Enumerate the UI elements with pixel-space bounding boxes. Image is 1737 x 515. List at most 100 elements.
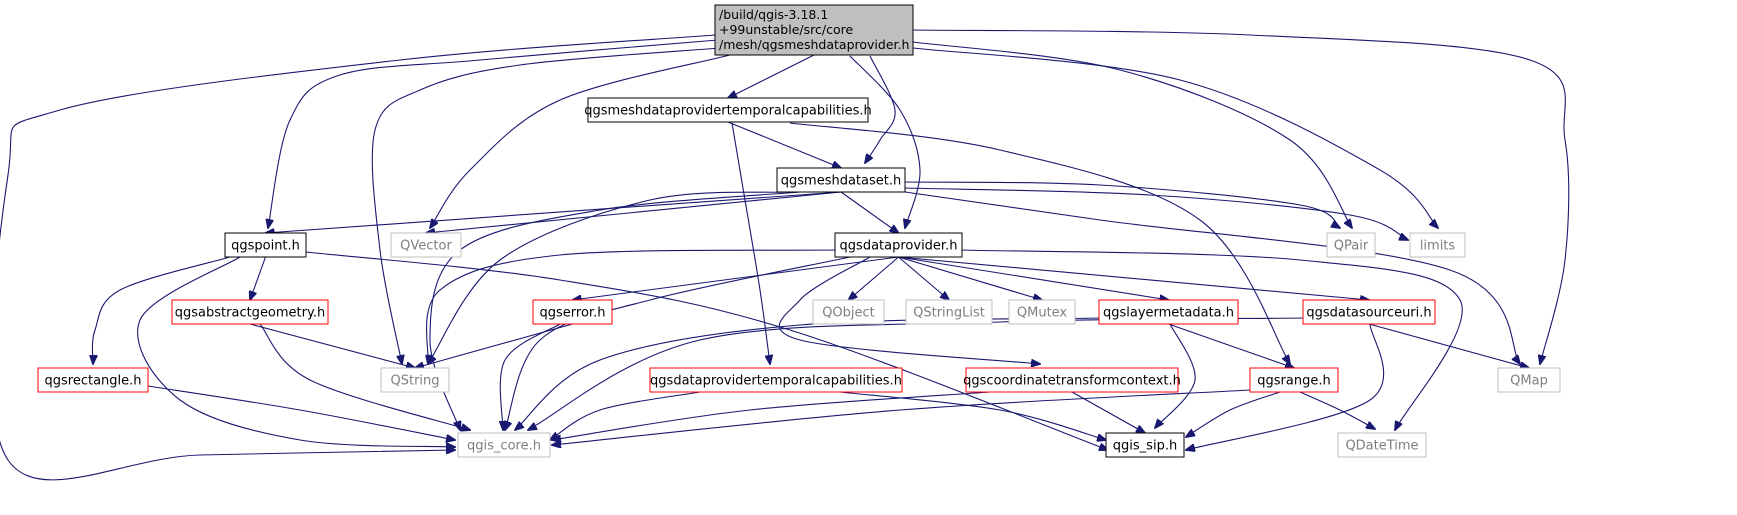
- edge-meshdataset-to-qvector: [426, 191, 842, 233]
- node-qgsrange[interactable]: qgsrange.h: [1249, 367, 1339, 393]
- node-label: qgscoordinatetransformcontext.h: [963, 374, 1181, 389]
- edge-meshdataset-to-limits: [904, 187, 1408, 240]
- node-meshdataset[interactable]: qgsmeshdataset.h: [776, 167, 906, 193]
- edge-root-to-qgspoint: [268, 39, 719, 228]
- node-box: [390, 232, 462, 258]
- node-qpair: QPair: [1326, 232, 1376, 258]
- node-label: qgsrange.h: [1257, 374, 1330, 389]
- edge-datasourceuri-to-qmap: [1368, 323, 1529, 368]
- edge-datasourceuri-to-qgis_sip: [1186, 323, 1385, 450]
- node-label: qgsmeshdataprovidertemporalcapabilities.…: [584, 104, 872, 119]
- edge-dp_temporalcaps-to-qgis_core: [550, 391, 701, 440]
- node-box: [649, 367, 903, 393]
- edge-root-to-qgis_core: [0, 34, 716, 481]
- node-box: [171, 299, 329, 325]
- edge-qgsdataprovider-to-datasourceuri: [898, 256, 1370, 300]
- node-layermetadata[interactable]: qgslayermetadata.h: [1098, 299, 1239, 325]
- node-qgis_core: qgis_core.h: [457, 432, 551, 458]
- node-dp_temporalcaps[interactable]: qgsdataprovidertemporalcapabilities.h: [649, 367, 903, 393]
- node-datasourceuri[interactable]: qgsdatasourceuri.h: [1302, 299, 1436, 325]
- node-label: QMap: [1510, 374, 1548, 389]
- edge-abstractgeometry-to-qstring: [249, 323, 415, 368]
- node-box: [1008, 299, 1076, 325]
- edge-dp_temporalcaps-to-qgis_sip: [839, 391, 1106, 440]
- node-label: QStringList: [913, 306, 985, 321]
- edge-temporalcaps_mesh-to-qgsrange: [789, 122, 1290, 364]
- node-box: [1326, 232, 1376, 258]
- node-box: [905, 299, 993, 325]
- node-label: qgsabstractgeometry.h: [175, 306, 325, 321]
- node-box: [1105, 432, 1185, 458]
- node-qgspoint[interactable]: qgspoint.h: [224, 232, 307, 258]
- edge-qgsdataprovider-to-qgserror: [573, 256, 899, 300]
- node-label: qgsdataprovider.h: [840, 239, 958, 254]
- node-label: QPair: [1334, 239, 1369, 254]
- node-label-line: /build/qgis-3.18.1: [719, 7, 828, 22]
- edge-abstractgeometry-to-qgis_core: [259, 323, 470, 430]
- edge-qgspoint-to-abstractgeometry: [250, 256, 267, 300]
- node-qdatetime: QDateTime: [1337, 432, 1427, 458]
- node-label: qgsdataprovidertemporalcapabilities.h: [650, 374, 902, 389]
- node-qgsrectangle[interactable]: qgsrectangle.h: [37, 367, 149, 393]
- node-coordtransform[interactable]: qgscoordinatetransformcontext.h: [963, 367, 1181, 393]
- edge-layermetadata-to-qgsrange: [1168, 323, 1295, 368]
- node-box: [1497, 367, 1561, 393]
- edge-root-to-meshdataset: [865, 55, 896, 163]
- edge-meshdataset-to-qgsdataprovider: [840, 191, 899, 233]
- edge-meshdataset-to-qmap: [904, 191, 1520, 364]
- node-qmutex: QMutex: [1008, 299, 1076, 325]
- node-label: limits: [1420, 239, 1456, 254]
- node-label: QMutex: [1017, 306, 1068, 321]
- edge-qgsdataprovider-to-qgis_core: [505, 256, 851, 430]
- edge-qgsdataprovider-to-layermetadata: [898, 256, 1169, 300]
- node-label: QString: [390, 374, 439, 389]
- node-qstring: QString: [380, 367, 450, 393]
- node-box: [1409, 232, 1466, 258]
- node-qgserror[interactable]: qgserror.h: [532, 299, 613, 325]
- edge-root-to-qgsdataprovider: [849, 55, 921, 228]
- edge-temporalcaps_mesh-to-dp_temporalcaps: [731, 122, 770, 364]
- edge-root-to-qmap: [912, 29, 1570, 364]
- node-temporalcaps_mesh[interactable]: qgsmeshdataprovidertemporalcapabilities.…: [584, 97, 872, 123]
- node-label: qgsmeshdataset.h: [781, 174, 901, 189]
- edge-root-to-qpair: [912, 41, 1352, 228]
- node-label: qgslayermetadata.h: [1103, 306, 1234, 321]
- edge-qgsdataprovider-to-qstringlist: [898, 256, 950, 300]
- node-root: /build/qgis-3.18.1+99unstable/src/core/m…: [714, 4, 914, 56]
- node-box: [812, 299, 885, 325]
- edge-root-to-qstring: [371, 47, 721, 364]
- node-label: QObject: [822, 306, 875, 321]
- edge-qgspoint-to-qgsrectangle: [92, 256, 231, 364]
- node-box: [834, 232, 963, 258]
- edge-meshdataset-to-qstring: [428, 191, 791, 364]
- edge-qgspoint-to-qgis_sip: [305, 251, 1108, 450]
- edge-qgsrange-to-qgis_sip: [1186, 391, 1281, 437]
- node-label: qgsrectangle.h: [44, 374, 141, 389]
- edge-layermetadata-to-qgis_sip: [1155, 323, 1196, 428]
- node-box: [1337, 432, 1427, 458]
- node-box: [714, 4, 914, 56]
- node-qgis_sip[interactable]: qgis_sip.h: [1105, 432, 1185, 458]
- node-qstringlist: QStringList: [905, 299, 993, 325]
- node-label: qgspoint.h: [231, 239, 300, 254]
- node-qgsdataprovider[interactable]: qgsdataprovider.h: [834, 232, 963, 258]
- node-qmap: QMap: [1497, 367, 1561, 393]
- edge-qgsdataprovider-to-qdatetime: [961, 249, 1463, 430]
- node-label: QVector: [400, 239, 452, 254]
- edge-qgsdataprovider-to-coordtransform: [778, 256, 1040, 364]
- node-label: qgis_sip.h: [1113, 439, 1177, 454]
- node-label: qgis_core.h: [467, 439, 541, 454]
- edge-qgsdataprovider-to-qmutex: [898, 256, 1043, 300]
- node-qvector: QVector: [390, 232, 462, 258]
- node-label: qgserror.h: [540, 306, 606, 321]
- edge-qgsrange-to-qdatetime: [1299, 391, 1375, 429]
- node-label-line: +99unstable/src/core: [719, 22, 853, 37]
- edges-layer: [0, 29, 1570, 481]
- node-box: [1098, 299, 1239, 325]
- node-abstractgeometry[interactable]: qgsabstractgeometry.h: [171, 299, 329, 325]
- node-box: [224, 232, 307, 258]
- node-box: [1302, 299, 1436, 325]
- edge-temporalcaps_mesh-to-meshdataset: [727, 121, 841, 168]
- node-box: [965, 367, 1179, 393]
